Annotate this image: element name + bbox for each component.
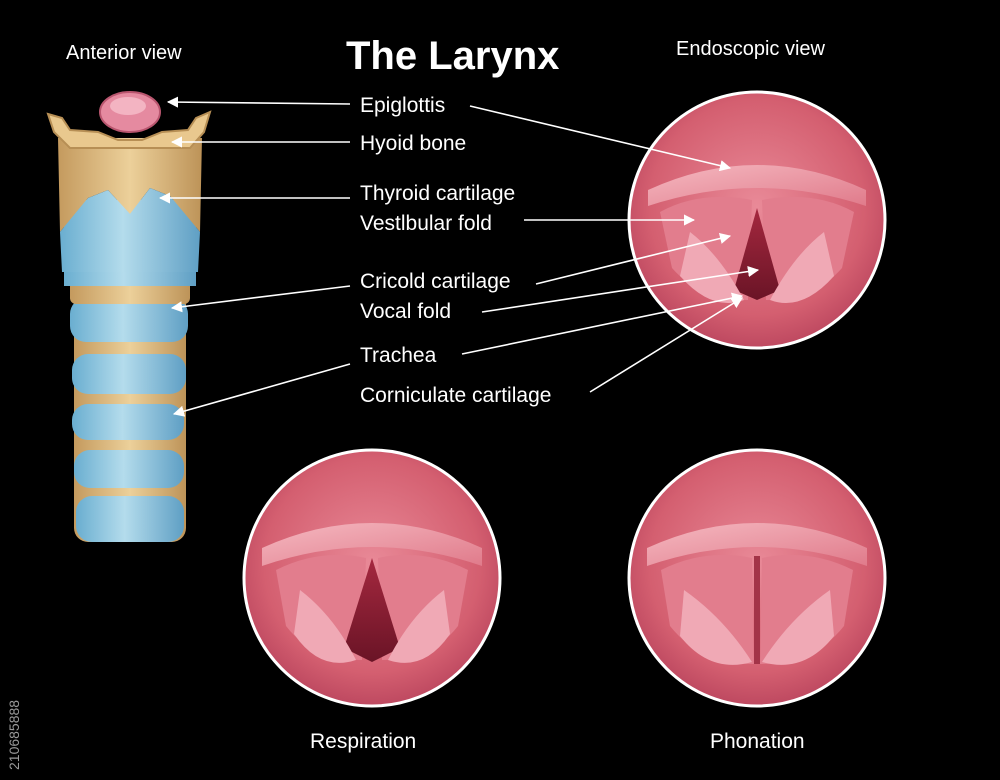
- arrow-epiglottis-anterior: [166, 96, 351, 108]
- label-hyoid-bone: Hyoid bone: [360, 132, 467, 155]
- leader-lines: [158, 96, 760, 417]
- page-title: The Larynx: [346, 34, 560, 78]
- arrow-cricoid: [170, 285, 351, 313]
- endoscopic-main: [627, 90, 887, 350]
- arrow-trachea-endo: [461, 292, 744, 355]
- trachea-ring: [74, 450, 184, 488]
- label-cricoid-cartilage: Cricold cartilage: [360, 270, 511, 293]
- endoscopic-respiration: [242, 448, 502, 708]
- anterior-larynx-illustration: [46, 91, 212, 542]
- label-vocal-fold: Vocal fold: [360, 300, 452, 323]
- arrow-trachea: [172, 363, 351, 417]
- trachea-ring: [72, 404, 184, 440]
- hyoid-bone-shape: [46, 110, 212, 149]
- anterior-view-label: Anterior view: [66, 42, 182, 64]
- endoscopic-view-label: Endoscopic view: [676, 38, 825, 60]
- caption-phonation: Phonation: [710, 730, 805, 753]
- arrow-vocal-fold: [481, 265, 760, 313]
- label-trachea: Trachea: [360, 344, 437, 367]
- trachea-ring: [72, 354, 186, 394]
- trachea-ring: [76, 496, 184, 542]
- arrow-epiglottis-endo: [469, 105, 732, 172]
- arrow-cricoid-endo: [535, 232, 732, 285]
- stock-id: 210685888: [6, 699, 22, 770]
- label-thyroid-cartilage: Thyroid cartilage: [360, 182, 516, 205]
- arrow-corniculate: [589, 297, 743, 393]
- label-epiglottis: Epiglottis: [360, 94, 446, 117]
- epiglottis-highlight: [110, 97, 146, 115]
- label-corniculate-cartilage: Corniculate cartilage: [360, 384, 552, 407]
- endoscopic-phonation: [627, 448, 887, 708]
- thyrohyoid-membrane: [58, 138, 202, 232]
- thyroid-shield: [60, 188, 200, 272]
- trachea-ring: [70, 298, 188, 342]
- caption-respiration: Respiration: [310, 730, 417, 753]
- label-vestibular-fold: Vestlbular fold: [360, 212, 492, 235]
